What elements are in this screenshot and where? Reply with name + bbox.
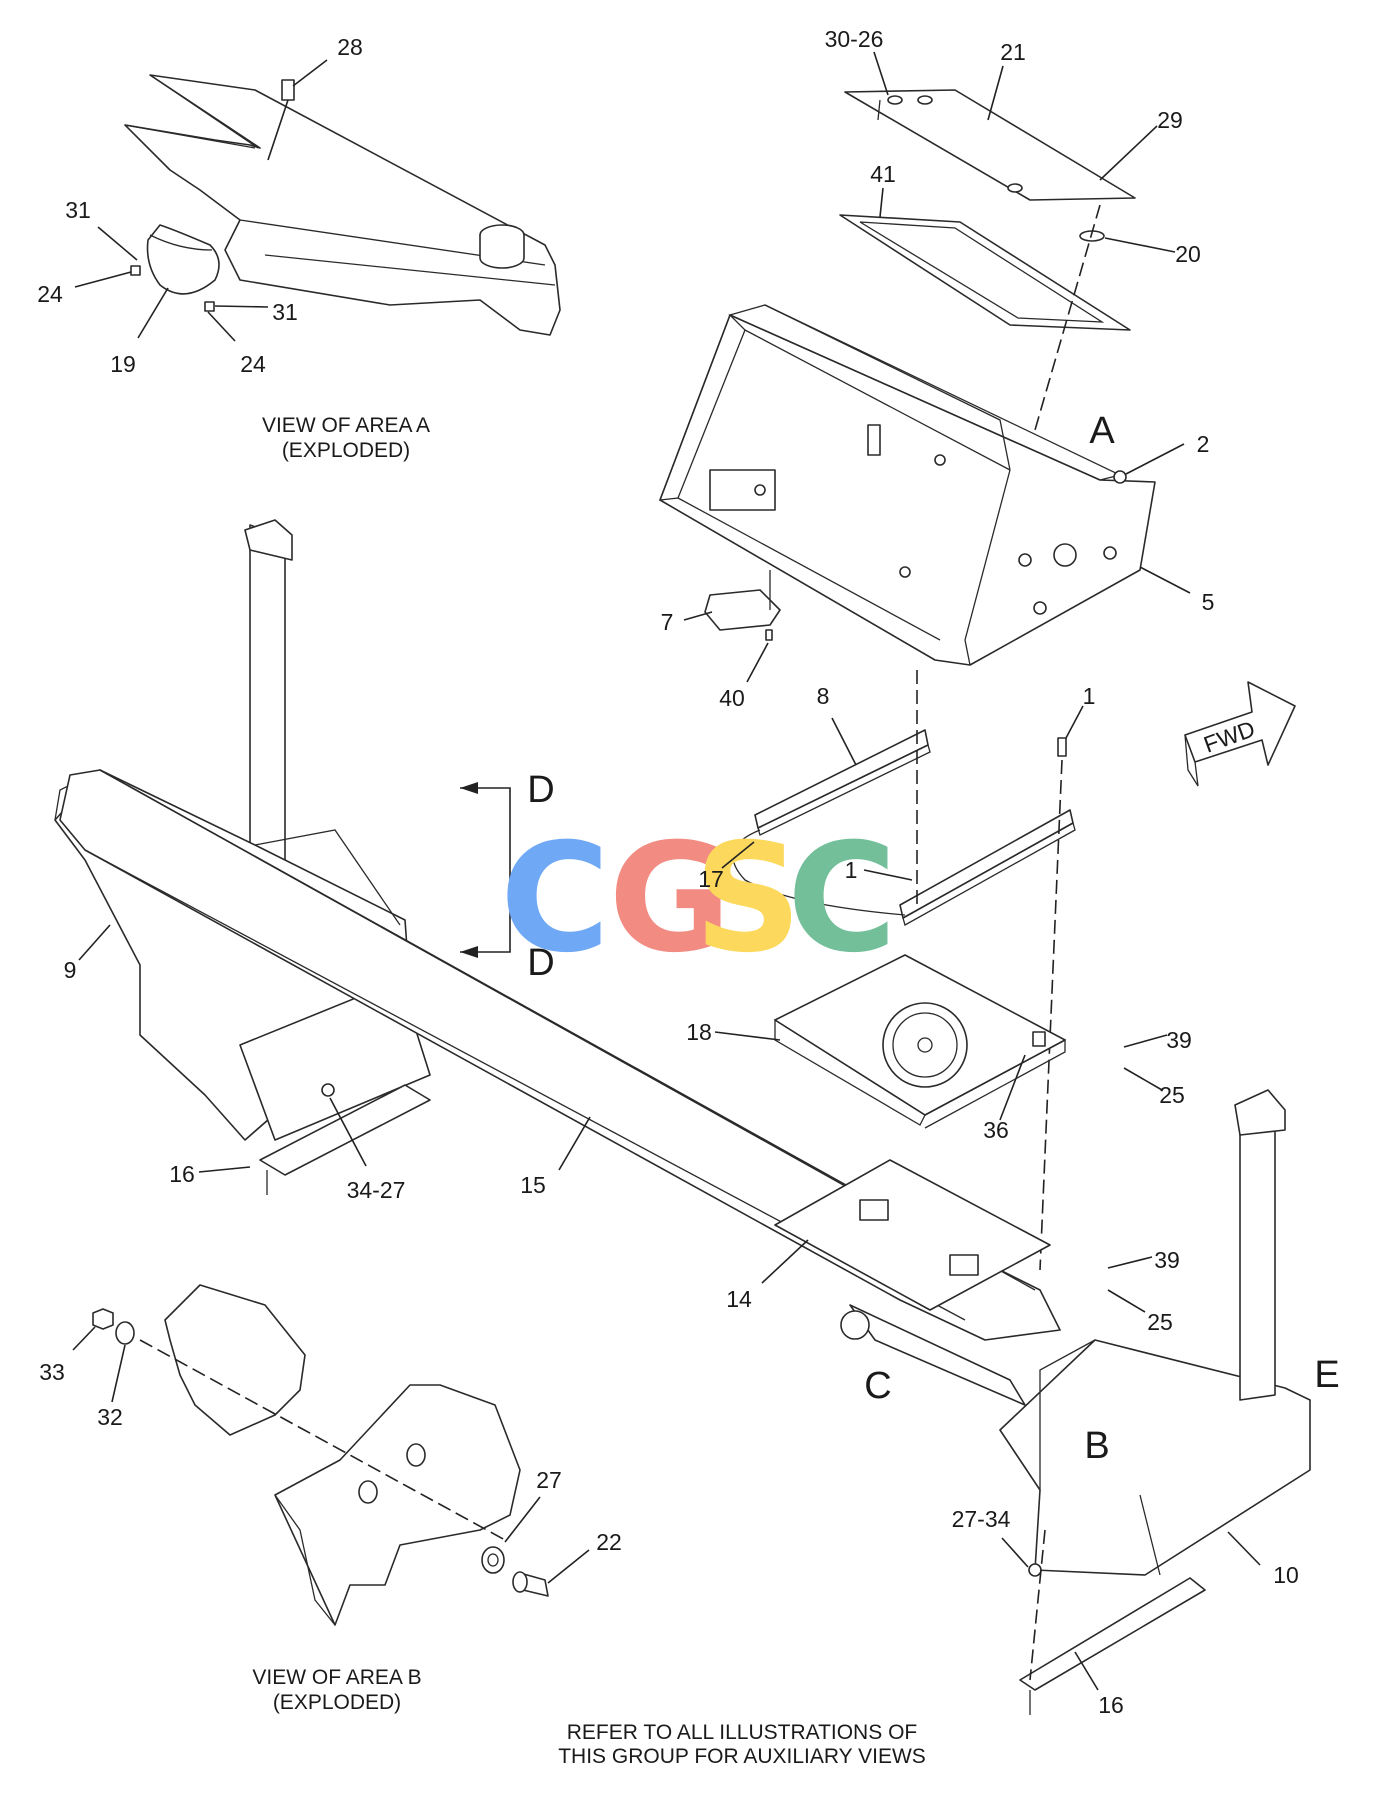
callout-25b: 25 bbox=[1147, 1309, 1173, 1335]
callout-25a: 25 bbox=[1159, 1082, 1185, 1108]
footer-note-line2: THIS GROUP FOR AUXILIARY VIEWS bbox=[558, 1745, 926, 1768]
frame bbox=[54, 519, 1311, 1715]
captions: VIEW OF AREA A (EXPLODED) VIEW OF AREA B… bbox=[252, 414, 925, 1768]
callout-24b: 24 bbox=[240, 351, 266, 377]
callout-1b: 1 bbox=[845, 857, 858, 883]
callout-31a: 31 bbox=[65, 197, 91, 223]
callout-15: 15 bbox=[520, 1172, 546, 1198]
callout-16a: 16 bbox=[169, 1161, 195, 1187]
area-a-caption-line2: (EXPLODED) bbox=[282, 439, 410, 462]
callout-39a: 39 bbox=[1166, 1027, 1192, 1053]
callout-22: 22 bbox=[596, 1529, 622, 1555]
callout-18: 18 bbox=[686, 1019, 712, 1045]
callout-27-34: 27-34 bbox=[952, 1506, 1011, 1532]
callout-16b: 16 bbox=[1098, 1692, 1124, 1718]
upper-housing bbox=[659, 89, 1156, 666]
callout-8: 8 bbox=[817, 683, 830, 709]
callout-9: 9 bbox=[64, 957, 77, 983]
section-letter-d-top: D bbox=[527, 769, 554, 811]
callout-33: 33 bbox=[39, 1359, 65, 1385]
section-letter-d-bottom: D bbox=[527, 942, 554, 984]
callout-30-26: 30-26 bbox=[825, 26, 884, 52]
view-letter-b: B bbox=[1084, 1425, 1109, 1467]
callouts: 28 30-26 21 29 41 20 31 24 31 19 24 2 A … bbox=[37, 26, 1299, 1718]
callout-31b: 31 bbox=[272, 299, 298, 325]
callout-17: 17 bbox=[698, 866, 724, 892]
view-letters: C B E D D bbox=[527, 769, 1339, 1467]
callout-24a: 24 bbox=[37, 281, 63, 307]
watermark-letter-c2: C bbox=[787, 812, 897, 986]
callout-7: 7 bbox=[661, 609, 674, 635]
callout-34-27: 34-27 bbox=[347, 1177, 406, 1203]
view-letter-a: A bbox=[1089, 410, 1115, 452]
footer-note-line1: REFER TO ALL ILLUSTRATIONS OF bbox=[567, 1721, 917, 1744]
callout-21: 21 bbox=[1000, 39, 1026, 65]
area-b-caption-line2: (EXPLODED) bbox=[273, 1691, 401, 1714]
watermark-letter-s: S bbox=[694, 812, 802, 986]
leader-lines bbox=[72, 51, 1261, 1691]
callout-39b: 39 bbox=[1154, 1247, 1180, 1273]
callout-36: 36 bbox=[983, 1117, 1009, 1143]
watermark-letter-g: G bbox=[608, 812, 731, 986]
watermark-letter-c1: C bbox=[500, 812, 610, 986]
callout-5: 5 bbox=[1202, 589, 1215, 615]
callout-1a: 1 bbox=[1083, 683, 1096, 709]
area-a-caption-line1: VIEW OF AREA A bbox=[262, 414, 430, 437]
area-b-view bbox=[92, 1284, 549, 1626]
callout-29: 29 bbox=[1157, 107, 1183, 133]
section-d-marker bbox=[460, 782, 511, 958]
callout-27: 27 bbox=[536, 1467, 562, 1493]
callout-40: 40 bbox=[719, 685, 745, 711]
callout-32: 32 bbox=[97, 1404, 123, 1430]
watermark: C G S C bbox=[500, 812, 897, 986]
fwd-arrow: FWD bbox=[1184, 681, 1296, 787]
view-letter-e: E bbox=[1314, 1354, 1339, 1396]
view-letter-c: C bbox=[864, 1365, 891, 1407]
callout-41: 41 bbox=[870, 161, 896, 187]
callout-20: 20 bbox=[1175, 241, 1201, 267]
callout-28: 28 bbox=[337, 34, 363, 60]
callout-2: 2 bbox=[1197, 431, 1210, 457]
callout-19: 19 bbox=[110, 351, 136, 377]
callout-10: 10 bbox=[1273, 1562, 1299, 1588]
callout-14: 14 bbox=[726, 1286, 752, 1312]
area-a-view bbox=[124, 74, 561, 336]
area-b-caption-line1: VIEW OF AREA B bbox=[252, 1666, 421, 1689]
seat-rails bbox=[732, 670, 1076, 1271]
